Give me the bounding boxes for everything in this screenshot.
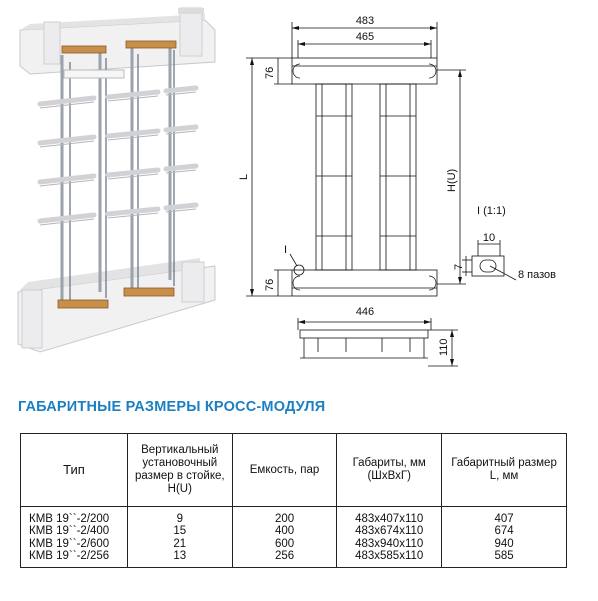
dimensions-cell: 483х940х110 [355, 537, 424, 550]
detail-7-label: 7 [453, 264, 465, 270]
header-overall: Габаритный размер L, мм [441, 433, 567, 507]
type-cell: КМВ 19``-2/400 [29, 525, 110, 538]
header-capacity: Емкость, пар [231, 433, 338, 507]
dim-110-label: 110 [438, 338, 450, 356]
capacity-cell: 600 [274, 537, 295, 550]
dim-446-label: 446 [356, 306, 374, 318]
dim-465-label: 465 [356, 31, 374, 43]
capacity-cell: 200 [274, 513, 295, 525]
dim-483-label: 483 [356, 15, 374, 27]
dimensions-cell: 483х585х110 [355, 550, 424, 563]
type-cell: КМВ 19``-2/600 [29, 537, 110, 550]
vertical-cell: 13 [173, 550, 187, 563]
dimension-drawing: 483 465 76 76 L H(U) I I (1:1) 10 7 8 па… [238, 15, 556, 367]
dim-76-top-label: 76 [264, 67, 276, 79]
dim-L-label: L [238, 174, 250, 180]
type-cell: КМВ 19``-2/200 [29, 513, 110, 525]
vertical-cell: 21 [173, 537, 187, 550]
table-data-row: КМВ 19``-2/200 КМВ 19``-2/400 КМВ 19``-2… [20, 506, 567, 568]
vertical-cell: 9 [176, 513, 184, 525]
dimensions-column: 483х407х110 483х674х110 483х940х110 483х… [336, 506, 443, 568]
capacity-column: 200 400 600 256 [231, 506, 338, 568]
detail-marker-label: I [284, 244, 287, 256]
capacity-cell: 256 [274, 550, 295, 563]
detail-slots-label: 8 пазов [518, 269, 556, 281]
dimensions-table: Тип Вертикальный установочный размер в с… [20, 433, 567, 568]
overall-cell: 407 [494, 513, 514, 525]
product-photo [17, 7, 216, 353]
dimensions-cell: 483х674х110 [355, 525, 424, 538]
page-heading: ГАБАРИТНЫЕ РАЗМЕРЫ КРОСС-МОДУЛЯ [18, 399, 326, 415]
dim-HU-label: H(U) [446, 169, 458, 192]
header-type: Тип [20, 433, 128, 507]
header-dimensions: Габариты, мм (ШхВхГ) [336, 433, 443, 507]
type-column: КМВ 19``-2/200 КМВ 19``-2/400 КМВ 19``-2… [20, 506, 128, 568]
detail-10-label: 10 [483, 232, 495, 244]
overall-cell: 940 [494, 537, 514, 550]
vertical-cell: 15 [173, 525, 187, 538]
overall-cell: 674 [494, 525, 514, 538]
header-vertical: Вертикальный установочный размер в стойк… [126, 433, 233, 507]
table-header-row: Тип Вертикальный установочный размер в с… [20, 433, 567, 507]
overall-cell: 585 [494, 550, 514, 563]
vertical-column: 9 15 21 13 [126, 506, 233, 568]
dim-76-bottom-label: 76 [264, 279, 276, 291]
overall-column: 407 674 940 585 [441, 506, 567, 568]
detail-title: I (1:1) [477, 205, 506, 217]
capacity-cell: 400 [274, 525, 295, 538]
type-cell: КМВ 19``-2/256 [29, 550, 110, 563]
dimensions-cell: 483х407х110 [355, 513, 424, 525]
